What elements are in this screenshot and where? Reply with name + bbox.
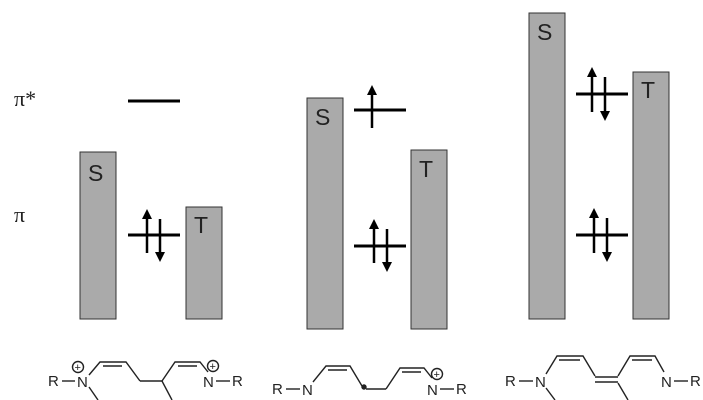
nitrogen-right-3: N xyxy=(661,374,672,391)
charge-left-1: + xyxy=(75,362,81,374)
column-1: S T xyxy=(79,99,223,320)
charge-right-1: + xyxy=(210,361,216,373)
singlet-bar-3 xyxy=(528,12,566,320)
singlet-label-1: S xyxy=(88,160,103,186)
column-3: S T xyxy=(528,12,670,320)
pi-label: π xyxy=(14,202,25,227)
structure-radical-cation: R N N + R xyxy=(272,365,467,399)
singlet-label-2: S xyxy=(315,104,330,130)
r-group-left-1: R xyxy=(48,373,59,390)
nitrogen-left-2: N xyxy=(302,382,313,399)
pi-star-label: π* xyxy=(14,86,36,111)
r-group-left-2: R xyxy=(272,381,283,398)
charge-right-2: + xyxy=(434,369,440,381)
triplet-label-3: T xyxy=(641,77,655,103)
singlet-bar-2 xyxy=(306,97,344,330)
triplet-label-1: T xyxy=(194,212,208,238)
triplet-bar-1 xyxy=(185,206,223,320)
nitrogen-right-2: N xyxy=(427,382,438,399)
triplet-bar-2 xyxy=(410,149,448,330)
structure-neutral: R N N R xyxy=(505,355,701,400)
r-group-right-1: R xyxy=(232,373,243,390)
nitrogen-left-1: N xyxy=(77,374,88,391)
structure-dication: R N + N + R xyxy=(48,359,243,400)
r-group-left-3: R xyxy=(505,373,516,390)
column-2: S T xyxy=(306,85,448,330)
singlet-label-3: S xyxy=(537,19,552,45)
r-group-right-2: R xyxy=(456,381,467,398)
r-group-right-3: R xyxy=(690,373,701,390)
nitrogen-right-1: N xyxy=(203,374,214,391)
nitrogen-left-3: N xyxy=(535,374,546,391)
radical-dot xyxy=(361,384,367,390)
triplet-bar-3 xyxy=(632,71,670,320)
singlet-bar-1 xyxy=(79,151,117,320)
triplet-label-2: T xyxy=(419,156,433,182)
